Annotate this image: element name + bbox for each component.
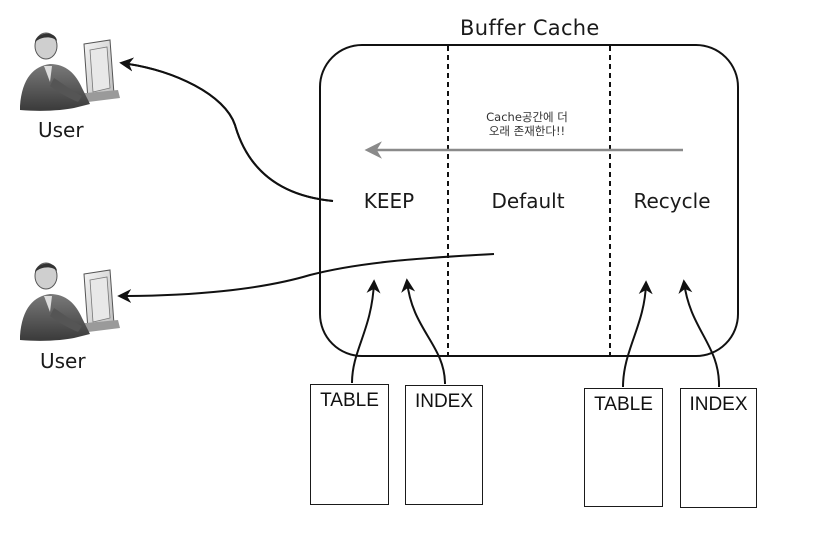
keep-table-box: TABLE [310,384,389,505]
recycle-index-box: INDEX [680,388,757,508]
keep-table-arrow [351,279,381,384]
user-at-computer-icon [20,32,120,111]
retention-note-line2: 오래 존재한다!! [488,124,566,138]
keep-index-label: INDEX [414,391,474,412]
keep-index-box: INDEX [405,385,483,505]
keep-table-label: TABLE [320,390,379,411]
keep-pool-label: KEEP [363,189,415,213]
buffer-cache-container [319,44,739,357]
default-to-user-arrow [117,253,495,303]
recycle-index-arrow [678,279,721,388]
retention-note: Cache공간에 더 오래 존재한다!! [486,110,568,138]
user-label-bottom: User [40,349,86,373]
recycle-pool-label: Recycle [633,189,711,213]
buffer-cache-title: Buffer Cache [460,16,600,40]
recycle-index-label: INDEX [689,394,748,415]
recycle-table-box: TABLE [584,388,663,507]
keep-to-user-arrow [119,57,334,202]
default-pool-label: Default [491,189,565,213]
retention-note-line1: Cache공간에 더 [486,110,568,124]
keep-index-arrow [401,278,446,385]
user-at-computer-icon [20,262,120,341]
user-label-top: User [38,118,84,142]
recycle-table-arrow [622,280,653,388]
recycle-table-label: TABLE [594,394,653,415]
